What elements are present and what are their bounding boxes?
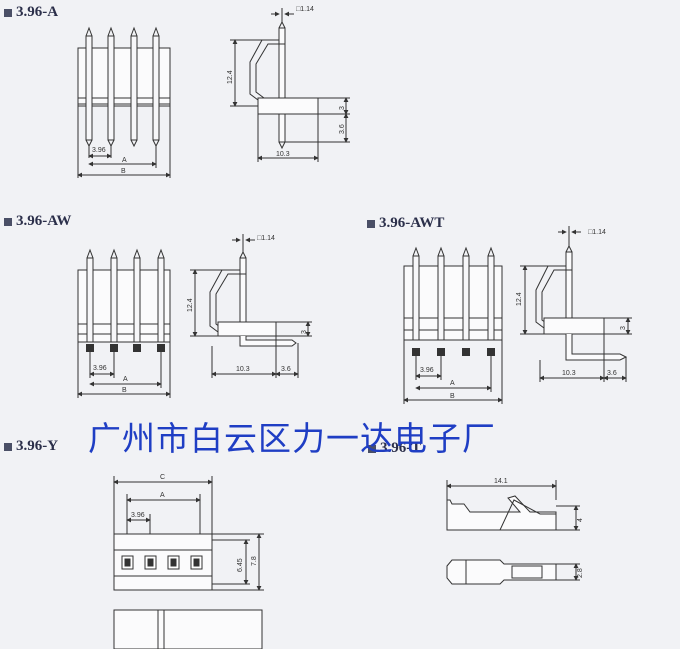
a-height-label: 12.4 xyxy=(227,70,234,84)
t-width-label: 2.8 xyxy=(577,568,584,578)
aw-d36-label: 3.6 xyxy=(281,366,291,373)
bullet-square-icon xyxy=(4,217,12,226)
a-square-label: □1.14 xyxy=(296,6,314,13)
y-h1-label: 6.45 xyxy=(237,558,244,572)
a-front-view xyxy=(77,26,171,178)
a-dim-a-label: A xyxy=(122,157,127,164)
awt-d3-label: 3 xyxy=(620,326,627,330)
t-terminal-view xyxy=(446,480,580,585)
awt-d36-label: 3.6 xyxy=(607,370,617,377)
a-dim-b-label: B xyxy=(121,168,126,175)
t-length-label: 14.1 xyxy=(494,478,508,485)
awt-side-view xyxy=(520,226,632,382)
bullet-square-icon xyxy=(4,442,12,451)
title-text: 3.96-A xyxy=(16,4,59,20)
a-pitch-label: 3.96 xyxy=(92,147,106,154)
a-d36-label: 3.6 xyxy=(339,124,346,134)
y-h2-label: 7.8 xyxy=(251,556,258,566)
awt-pitch-label: 3.96 xyxy=(420,367,434,374)
y-dim-c-label: C xyxy=(160,474,165,481)
aw-dim-b-label: B xyxy=(122,387,127,394)
company-watermark: 广州市白云区力一达电子厂 xyxy=(88,419,496,458)
aw-height-label: 12.4 xyxy=(187,298,194,312)
y-housing-view xyxy=(113,476,264,649)
aw-pitch-label: 3.96 xyxy=(93,365,107,372)
bullet-square-icon xyxy=(367,219,375,228)
y-dim-a-label: A xyxy=(160,492,165,499)
awt-dim-a-label: A xyxy=(450,380,455,387)
section-title-awt: 3.96-AWT xyxy=(367,215,444,232)
aw-width-label: 10.3 xyxy=(236,366,250,373)
a-side-view xyxy=(230,8,350,162)
aw-square-label: □1.14 xyxy=(257,235,275,242)
title-text: 3.96-T xyxy=(380,440,422,456)
section-title-t: 3.96-T xyxy=(368,440,421,457)
awt-height-label: 12.4 xyxy=(516,292,523,306)
aw-side-view xyxy=(190,234,312,378)
awt-width-label: 10.3 xyxy=(562,370,576,377)
bullet-square-icon xyxy=(368,444,376,453)
section-title-a: 3.96-A xyxy=(4,4,58,21)
title-text: 3.96-AW xyxy=(16,213,72,229)
title-text: 3.96-AWT xyxy=(379,215,445,231)
t-height-label: 4 xyxy=(577,518,584,522)
y-pitch-label: 3.96 xyxy=(131,512,145,519)
awt-front-view xyxy=(403,246,503,404)
title-text: 3.96-Y xyxy=(16,438,59,454)
section-title-aw: 3.96-AW xyxy=(4,213,71,230)
aw-d3-label: 3 xyxy=(301,330,308,334)
a-d3-label: 3 xyxy=(339,106,346,110)
awt-dim-b-label: B xyxy=(450,393,455,400)
section-title-y: 3.96-Y xyxy=(4,438,58,455)
aw-dim-a-label: A xyxy=(123,376,128,383)
a-width-label: 10.3 xyxy=(276,151,290,158)
awt-square-label: □1.14 xyxy=(588,229,606,236)
aw-front-view xyxy=(77,248,171,398)
bullet-square-icon xyxy=(4,8,12,17)
